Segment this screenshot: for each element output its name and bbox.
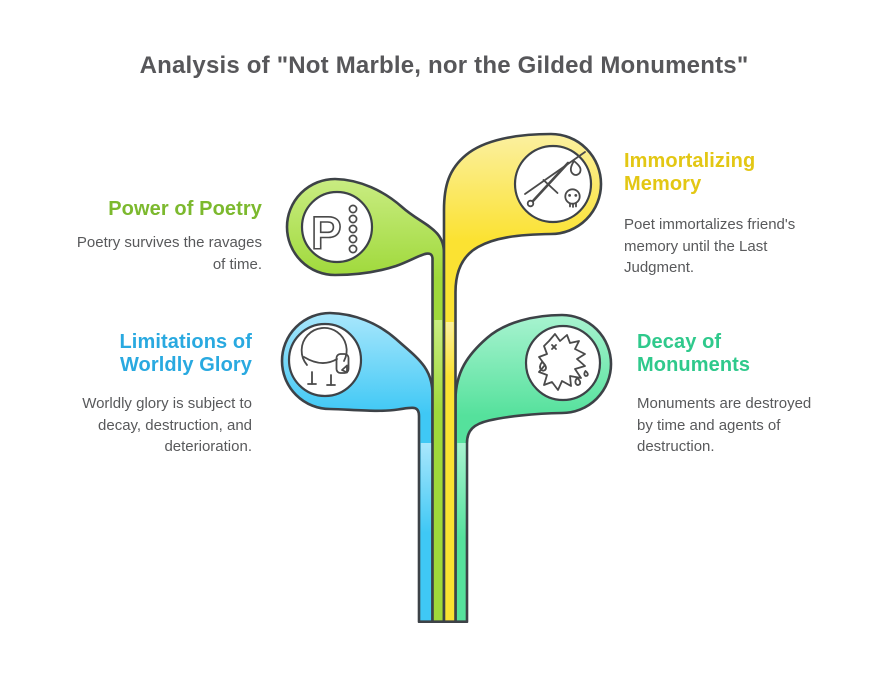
mortality-icon (524, 151, 586, 208)
section-body: Worldly glory is subject to decay, destr… (82, 395, 252, 455)
section-heading: Power of Poetry (108, 198, 262, 220)
section-heading: Immortalizing Memory (624, 150, 756, 195)
stem-highlight-monuments (457, 443, 466, 538)
page-title: Analysis of "Not Marble, nor the Gilded … (139, 52, 749, 79)
icon-circle-glory (287, 322, 363, 398)
stem-highlight-poetry (434, 320, 443, 412)
stem-highlight-glory (420, 443, 432, 533)
section-decay-of-monuments: Decay of Monuments Monuments are destroy… (637, 331, 862, 458)
icon-circle-monuments (524, 324, 602, 402)
poetry-icon: P (310, 204, 358, 260)
section-body: Poetry survives the ravages of time. (76, 234, 262, 273)
masked-head-icon (300, 327, 350, 386)
section-immortalizing-memory: Immortalizing Memory Poet immortalizes f… (624, 150, 839, 279)
icon-circle-memory (513, 144, 593, 224)
section-heading: Limitations of Worldly Glory (119, 331, 252, 376)
decay-icon (538, 333, 589, 391)
section-limitations-worldly-glory: Limitations of Worldly Glory Worldly glo… (12, 331, 252, 458)
section-body: Monuments are destroyed by time and agen… (637, 395, 812, 455)
letter-p-glyph: P (311, 207, 342, 259)
section-power-of-poetry: Power of Poetry Poetry survives the rava… (22, 198, 262, 275)
section-heading: Decay of Monuments (637, 331, 751, 376)
section-body: Poet immortalizes friend's memory until … (624, 216, 796, 276)
stem-highlight-memory (445, 322, 454, 377)
